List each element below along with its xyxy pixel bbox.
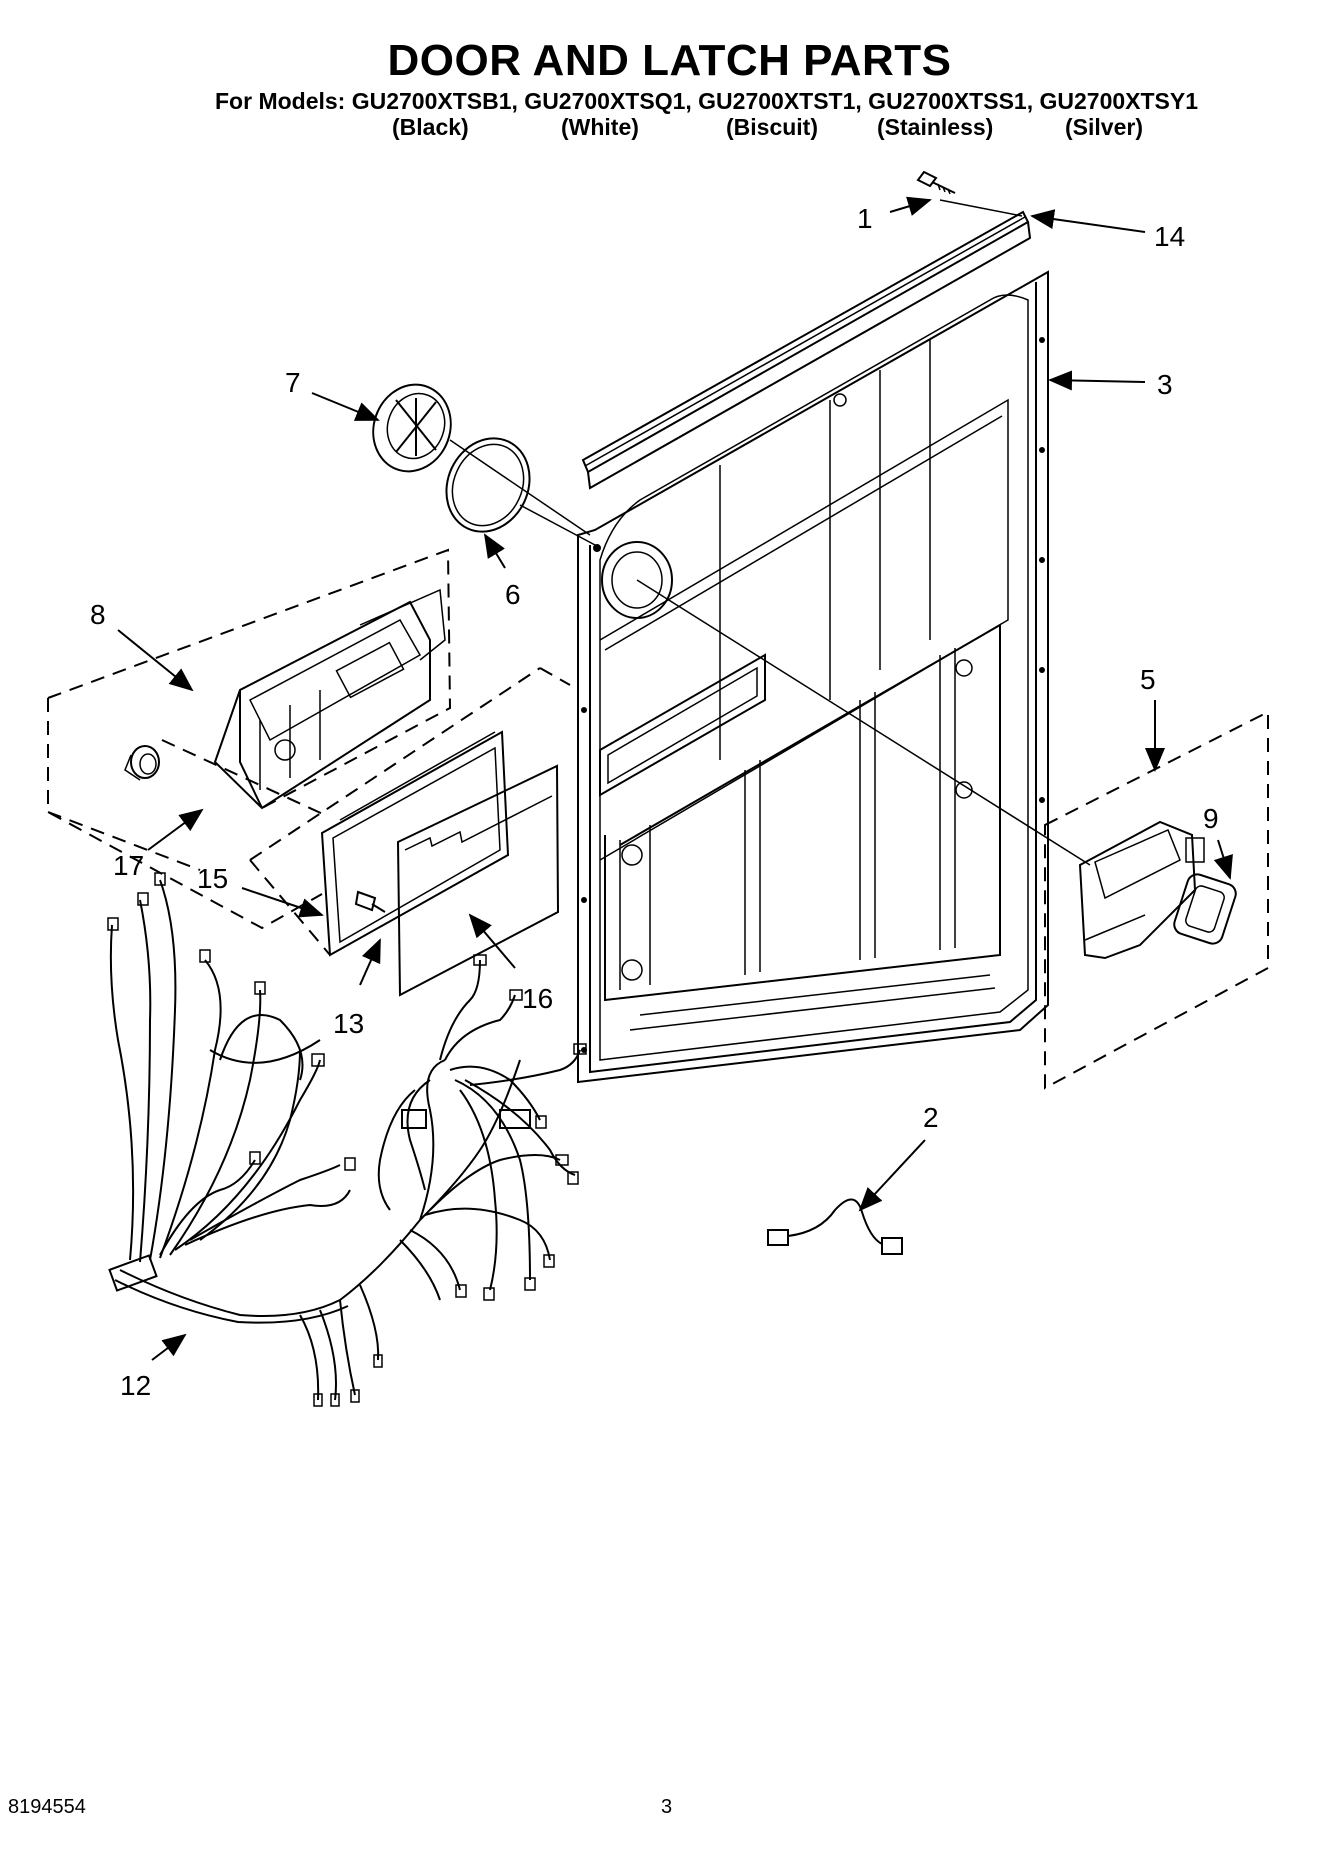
- vent-duct-part-5: [1078, 820, 1205, 960]
- callout-12: 12: [120, 1370, 151, 1401]
- inner-door-panel: [577, 270, 1049, 1084]
- callout-16: 16: [522, 983, 553, 1014]
- callout-15: 15: [197, 863, 228, 894]
- callout-6: 6: [505, 579, 521, 610]
- page-number: 3: [661, 1796, 673, 1818]
- control-board-part-15: [320, 730, 510, 957]
- callout-14: 14: [1154, 221, 1185, 252]
- latch-knob-part-17: [124, 745, 160, 781]
- callout-13: 13: [333, 1008, 364, 1039]
- screw-part-13: [354, 890, 386, 913]
- callout-leaders: [117, 196, 1233, 1361]
- callout-7: 7: [285, 367, 301, 398]
- callout-1: 1: [857, 203, 873, 234]
- door-latch-assembly-part-8: [213, 588, 446, 810]
- callout-2: 2: [923, 1102, 939, 1133]
- callout-3: 3: [1157, 369, 1173, 400]
- color-label-stainless: (Stainless): [877, 114, 994, 140]
- color-label-biscuit: (Biscuit): [726, 114, 818, 140]
- screw-part-1: [916, 170, 956, 195]
- door-top-trim-strip: [581, 210, 1032, 490]
- callout-5: 5: [1140, 664, 1156, 695]
- duct-gasket-part-9: [1173, 873, 1237, 945]
- vent-seal-ring-part-6: [445, 437, 531, 533]
- color-label-black: (Black): [392, 114, 469, 140]
- assembly-guide-lines: [47, 199, 1269, 1090]
- callout-8: 8: [90, 599, 106, 630]
- color-label-white: (White): [561, 114, 639, 140]
- color-label-silver: (Silver): [1065, 114, 1143, 140]
- vent-cover-part-7: [372, 383, 452, 473]
- control-cover-part-16: [396, 764, 560, 997]
- page-title: DOOR AND LATCH PARTS: [387, 36, 952, 85]
- wire-harness-part-12: [107, 872, 587, 1407]
- document-number: 8194554: [8, 1796, 86, 1818]
- callout-9: 9: [1203, 803, 1219, 834]
- wire-jumper-part-2: [767, 1198, 903, 1255]
- callout-17: 17: [113, 850, 144, 881]
- models-line: For Models: GU2700XTSB1, GU2700XTSQ1, GU…: [215, 88, 1199, 114]
